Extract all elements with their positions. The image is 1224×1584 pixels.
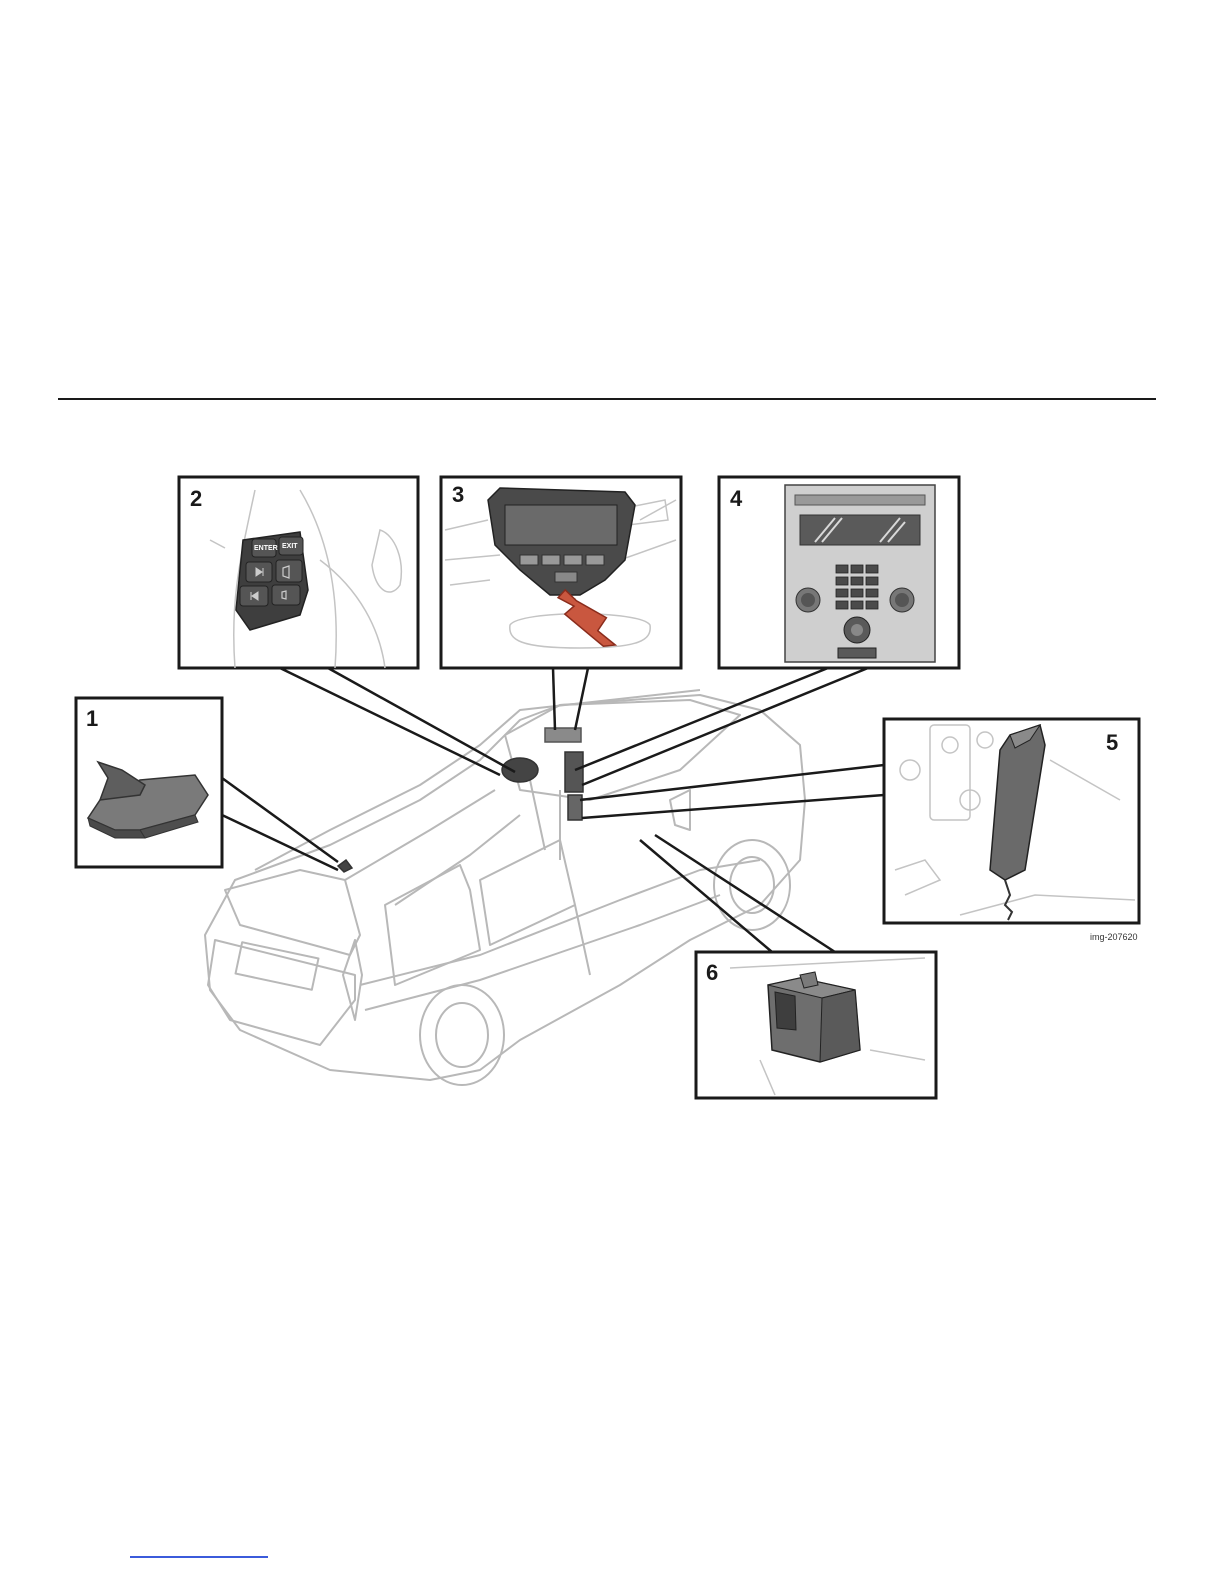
panel-6: 6: [696, 952, 936, 1098]
panel-1: 1: [76, 698, 222, 867]
keypad-icon: ENTER EXIT: [236, 532, 308, 630]
exit-key-label: EXIT: [282, 543, 298, 550]
panel-number: 5: [1106, 730, 1118, 755]
panel-4: [719, 477, 959, 668]
image-id-label: img-207620: [1090, 932, 1138, 942]
panel-number: 4: [730, 486, 743, 511]
panel-2: ENTER EXIT: [179, 477, 418, 668]
car-interior-details: [338, 728, 583, 872]
panel-number: 3: [452, 482, 464, 507]
panel-number: 6: [706, 960, 718, 985]
center-console-icon: [785, 485, 935, 662]
panel-5: 5: [884, 719, 1139, 923]
enter-key-label: ENTER: [254, 545, 278, 552]
footer-link-underline[interactable]: [130, 1556, 268, 1558]
panel-3: [441, 477, 681, 668]
panel-number: 2: [190, 486, 202, 511]
panel-number: 1: [86, 706, 98, 731]
